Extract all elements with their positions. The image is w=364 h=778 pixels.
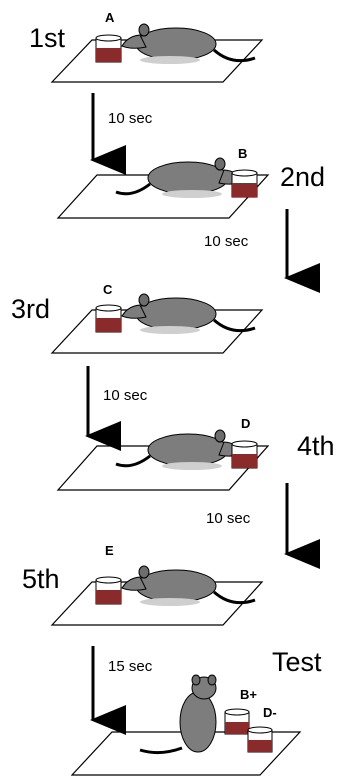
cup-5 xyxy=(95,576,122,605)
stage-label-test: Test xyxy=(272,647,322,677)
interval-label-3: 10 sec xyxy=(103,387,148,404)
stage-label-3rd: 3rd xyxy=(11,294,51,324)
cup-label-b: B xyxy=(238,146,248,161)
stage-label-1st: 1st xyxy=(29,23,66,53)
cup-label-c: C xyxy=(103,282,113,297)
stage-label-2nd: 2nd xyxy=(280,162,326,192)
cup-label-d: D xyxy=(241,416,251,431)
cup-1 xyxy=(95,34,122,63)
rat-5 xyxy=(121,565,256,606)
rat-1 xyxy=(121,23,256,64)
stage-label-5th: 5th xyxy=(22,564,60,594)
cup-label-d-minus: D- xyxy=(263,705,277,720)
cup-test-b xyxy=(224,708,250,735)
interval-label-2: 10 sec xyxy=(204,233,249,250)
cup-3 xyxy=(95,304,122,333)
cup-label-a: A xyxy=(105,10,115,25)
stage-label-4th: 4th xyxy=(297,431,335,461)
cup-test-d xyxy=(247,726,273,753)
cup-4 xyxy=(231,440,258,469)
interval-label-5: 15 sec xyxy=(108,658,153,675)
rat-4 xyxy=(115,429,244,470)
interval-label-1: 10 sec xyxy=(108,110,153,127)
rat-test xyxy=(139,674,217,755)
cup-2 xyxy=(231,169,258,198)
interval-label-4: 10 sec xyxy=(206,510,251,527)
rat-3 xyxy=(121,293,256,334)
cup-label-b-plus: B+ xyxy=(240,687,257,702)
cup-label-e: E xyxy=(105,543,114,558)
